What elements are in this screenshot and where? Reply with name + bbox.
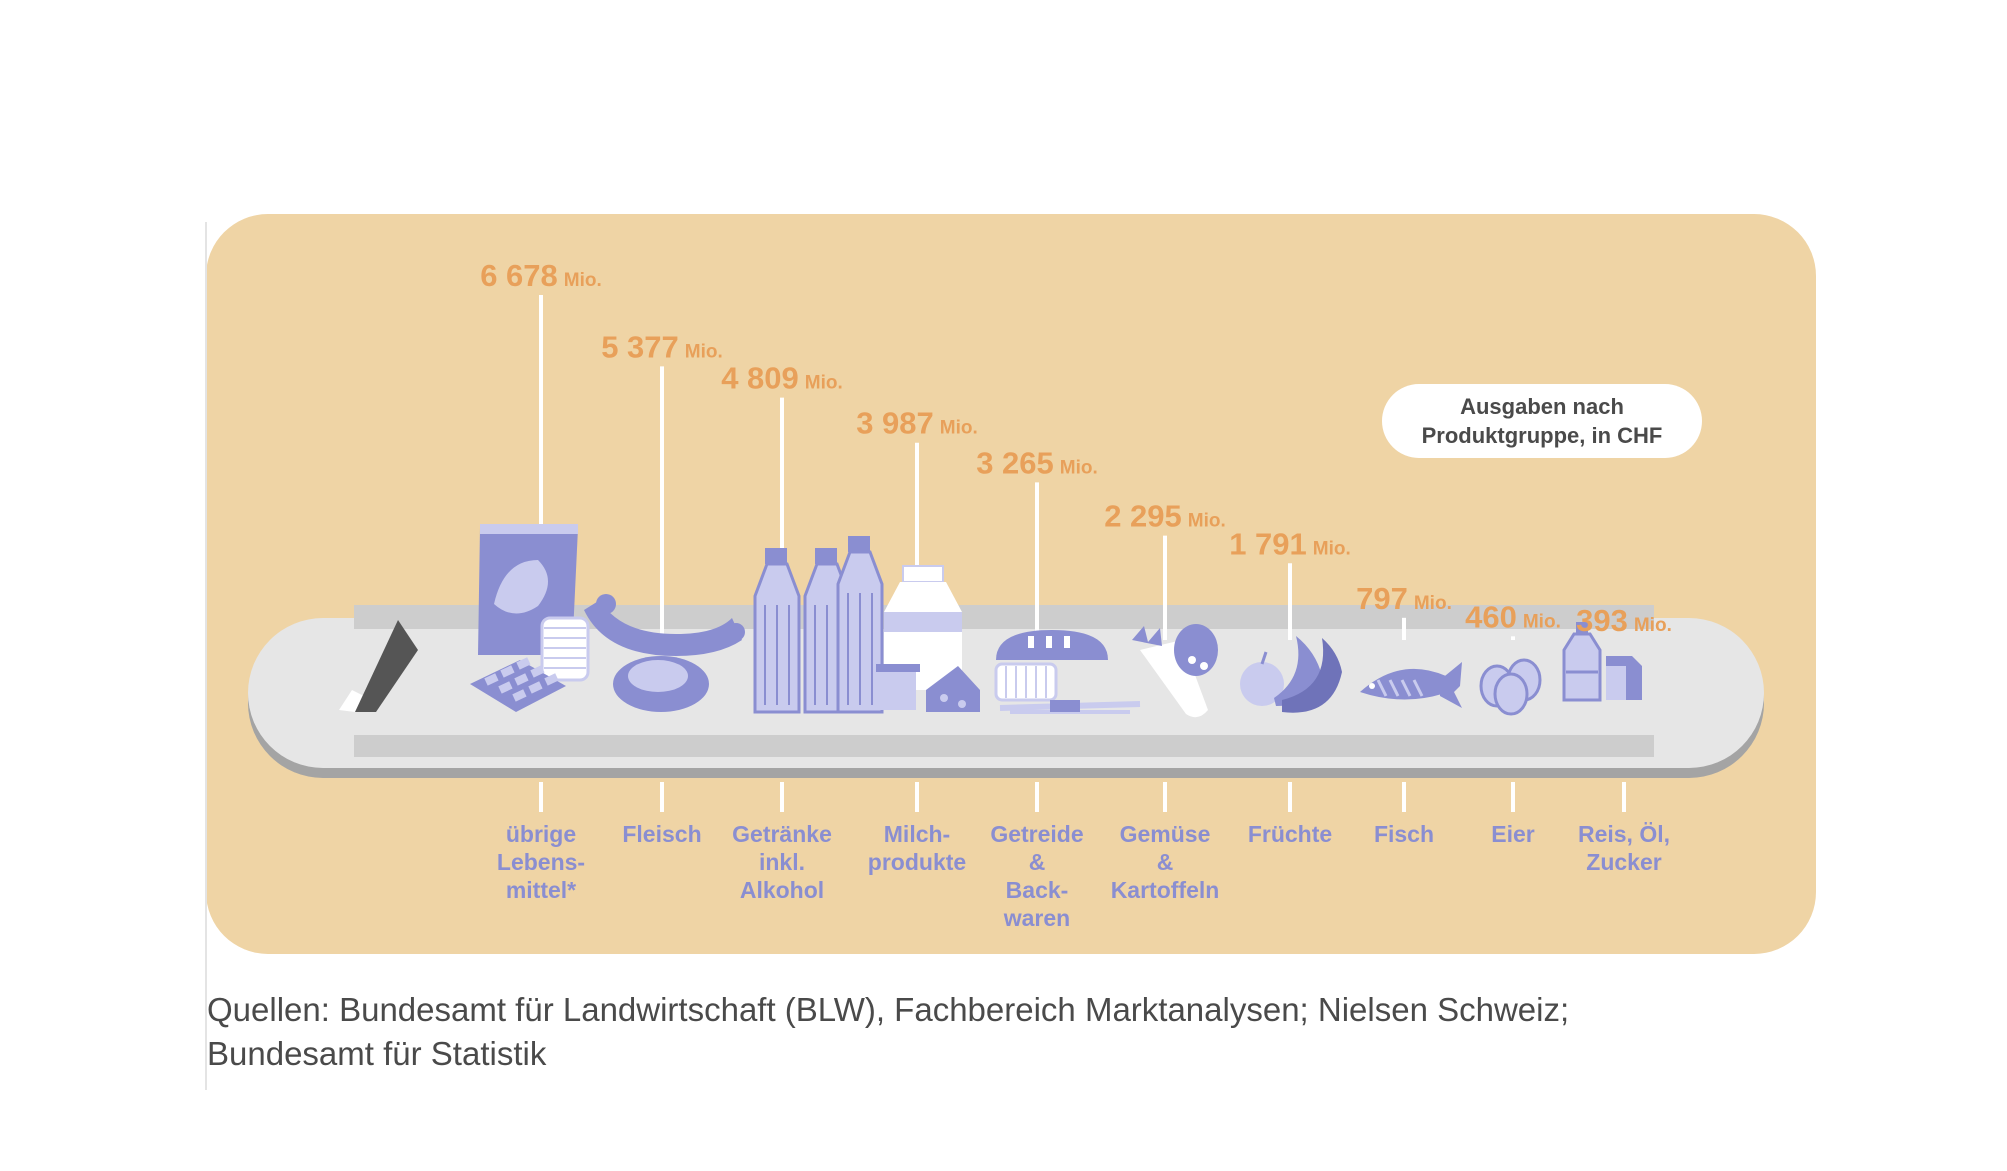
left-divider xyxy=(205,222,207,1090)
value-label: 393 Mio. xyxy=(1576,603,1672,638)
value-unit: Mio. xyxy=(685,341,723,362)
value-number: 1 791 xyxy=(1229,526,1307,561)
sausage-meat-icon xyxy=(584,594,745,712)
value-label: 2 295 Mio. xyxy=(1104,499,1226,534)
value-number: 5 377 xyxy=(601,329,679,364)
value-label: 460 Mio. xyxy=(1465,599,1561,634)
chart-card xyxy=(206,214,1816,954)
value-unit: Mio. xyxy=(1634,615,1672,636)
category-label: Früchte xyxy=(1247,821,1333,847)
value-label: 797 Mio. xyxy=(1356,581,1452,616)
value-unit: Mio. xyxy=(1313,538,1351,559)
value-unit: Mio. xyxy=(564,270,602,291)
value-label: 1 791 Mio. xyxy=(1229,526,1351,561)
source-note: Quellen: Bundesamt für Landwirtschaft (B… xyxy=(207,991,1570,1072)
category-label: Getreide & Back- waren xyxy=(990,821,1084,931)
oil-sugar-icon xyxy=(1562,622,1642,702)
value-label: 5 377 Mio. xyxy=(601,329,723,364)
value-number: 797 xyxy=(1356,581,1408,616)
bottles-icon xyxy=(753,536,884,714)
category-label: Gemüse & Kartoffeln xyxy=(1110,821,1220,903)
legend-box: Ausgaben nach Produktgruppe, in CHF xyxy=(1382,384,1702,458)
value-label: 4 809 Mio. xyxy=(721,361,843,396)
category-label: Eier xyxy=(1491,821,1535,847)
category-label: übrige Lebens- mittel* xyxy=(496,821,586,903)
snack-bag-icon xyxy=(470,524,590,712)
value-unit: Mio. xyxy=(1414,593,1452,614)
category-label: Getränke inkl. Alkohol xyxy=(732,821,832,903)
fish-icon xyxy=(1360,662,1462,708)
apple-banana-icon xyxy=(1240,636,1342,713)
value-number: 3 265 xyxy=(976,445,1054,480)
value-unit: Mio. xyxy=(1188,511,1226,532)
value-number: 4 809 xyxy=(721,361,799,396)
category-label: Reis, Öl, Zucker xyxy=(1577,821,1671,875)
category-label: Fisch xyxy=(1373,821,1435,847)
value-unit: Mio. xyxy=(1523,611,1561,632)
category-label: Fleisch xyxy=(622,821,702,847)
value-unit: Mio. xyxy=(1060,457,1098,478)
carrot-potato-icon xyxy=(1132,624,1218,718)
value-label: 3 265 Mio. xyxy=(976,445,1098,480)
value-label: 3 987 Mio. xyxy=(856,406,978,441)
category-label: Milch- produkte xyxy=(867,821,967,875)
value-number: 3 987 xyxy=(856,406,934,441)
bread-pasta-icon xyxy=(994,630,1141,714)
value-number: 6 678 xyxy=(480,258,558,293)
divider-bar-icon xyxy=(339,620,418,712)
eggs-icon xyxy=(1479,658,1542,716)
milk-cheese-icon xyxy=(876,565,980,712)
value-unit: Mio. xyxy=(805,373,843,394)
value-label: 6 678 Mio. xyxy=(480,258,602,293)
value-unit: Mio. xyxy=(940,418,978,439)
value-number: 460 xyxy=(1465,599,1517,634)
value-number: 393 xyxy=(1576,603,1628,638)
value-number: 2 295 xyxy=(1104,499,1182,534)
